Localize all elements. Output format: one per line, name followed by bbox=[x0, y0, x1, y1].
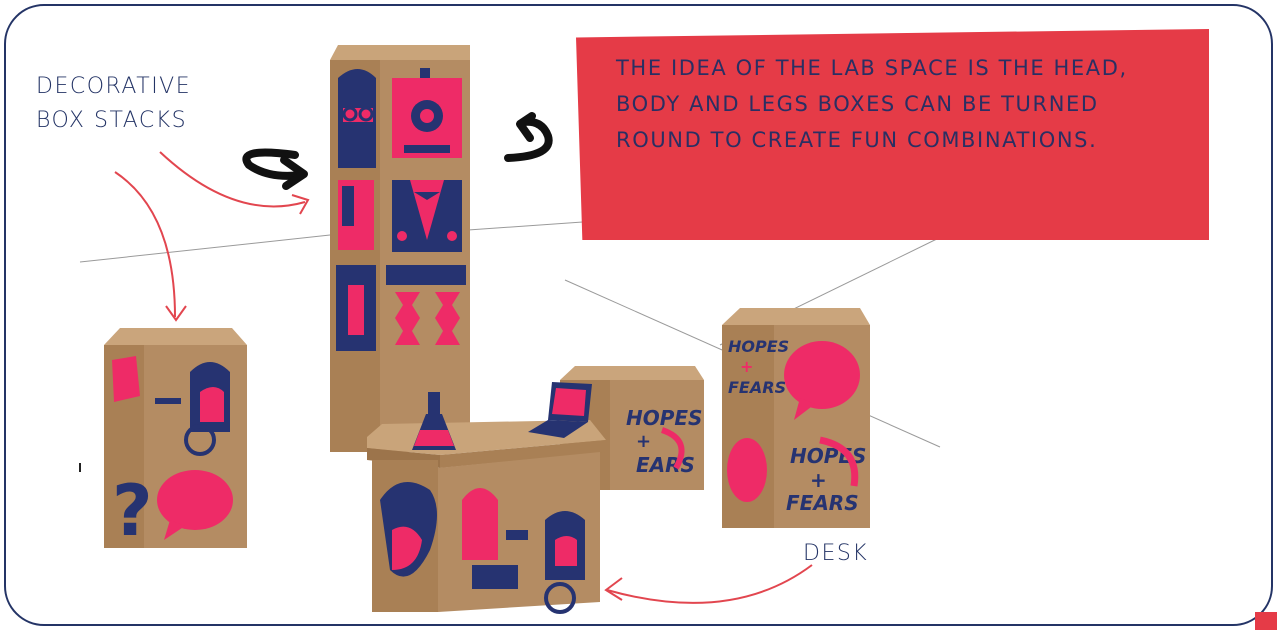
left-box-stack: ? bbox=[104, 328, 247, 552]
callout-text: THE IDEA OF THE LAB SPACE IS THE HEAD, B… bbox=[616, 50, 1176, 158]
hopes-print-upper: HOPES bbox=[728, 337, 789, 356]
rotate-left-arrow-icon bbox=[246, 153, 304, 186]
stack-arrow-lower bbox=[115, 172, 175, 317]
head-box bbox=[330, 45, 470, 172]
label-line: BOX STACKS bbox=[36, 104, 266, 138]
fears-print-small: EARS bbox=[636, 453, 695, 477]
corner-accent-square bbox=[1255, 612, 1277, 630]
plus-print-small: + bbox=[636, 431, 651, 452]
legs-box bbox=[330, 257, 470, 357]
desk-arrow bbox=[607, 565, 812, 603]
hopes-print-small: HOPES bbox=[626, 406, 702, 430]
plus-print-upper: + bbox=[740, 357, 753, 376]
label-line: DECORATIVE bbox=[36, 70, 266, 104]
desk-label: DESK bbox=[803, 537, 868, 571]
character-box-stack bbox=[330, 45, 470, 452]
decorative-box-stacks-label: DECORATIVE BOX STACKS bbox=[36, 70, 266, 138]
plus-print-lower: + bbox=[810, 468, 827, 492]
speech-bubble-icon bbox=[727, 438, 767, 502]
hopes-fears-stack: HOPES + FEARS HOPES + FEARS bbox=[722, 308, 870, 528]
fears-print-lower: FEARS bbox=[786, 491, 859, 515]
fears-print-upper: FEARS bbox=[728, 378, 786, 397]
rotate-right-arrow-icon bbox=[508, 116, 549, 158]
body-box bbox=[330, 172, 470, 257]
question-mark-print: ? bbox=[112, 470, 153, 552]
